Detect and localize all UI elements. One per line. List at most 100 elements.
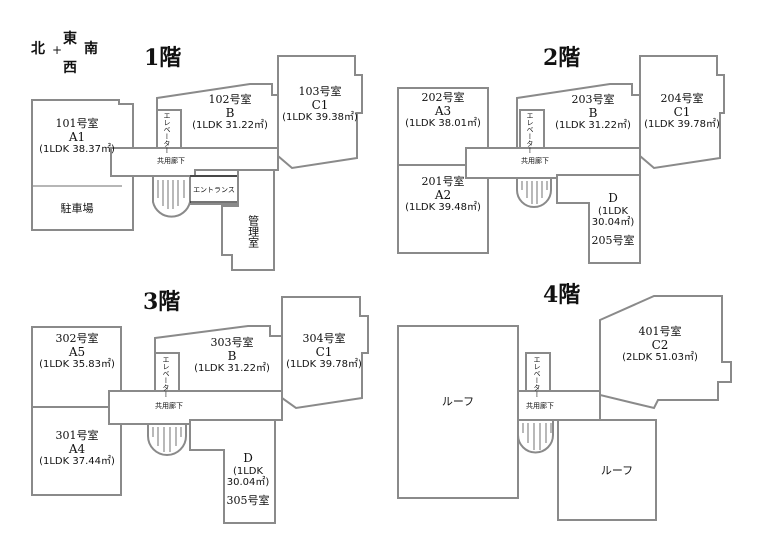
room-305-plan-line2: 30.04㎡) [226,477,270,489]
room-204-name: 204号室 [660,92,704,105]
room-304-outline [281,296,369,410]
stairs-3f [147,423,187,456]
elevator-4f-label: エレベーター [533,356,542,398]
room-203-name: 203号室 [571,93,615,106]
room-101-plan: (1LDK 38.37㎡) [39,144,115,156]
room-401-plan: (2LDK 51.03㎡) [622,352,698,364]
room-204-plan: (1LDK 39.78㎡) [644,119,720,131]
elevator-2f-label: エレベーター [526,112,535,154]
room-103-label: 103号室 C1 (1LDK 39.38㎡) [278,85,362,124]
corridor-4f [517,390,601,421]
room-205-plan-line1: (1LDK [597,205,629,217]
room-203-type: B [588,105,598,120]
room-202-type: A3 [434,103,452,118]
floor4-plan [397,295,732,521]
room-305-name: 305号室 [226,493,270,507]
room-305-plan-line1: (1LDK [232,465,264,477]
roof-right-label: ルーフ [600,464,634,477]
room-205-name: 205号室 [591,233,635,247]
compass-east: 東 [63,31,77,47]
room-302-plan: (1LDK 35.83㎡) [39,359,115,371]
room-102-type: B [225,105,235,120]
room-201-label: 201号室 A2 (1LDK 39.48㎡) [398,175,488,214]
compass-plus: + [52,43,63,57]
corridor-4f-label: 共用廊下 [526,402,554,410]
room-303-type: B [227,348,237,363]
roof-right [557,419,657,521]
roof-left-label: ルーフ [441,395,475,408]
room-202-name: 202号室 [421,91,465,104]
room-201-name: 201号室 [421,175,465,188]
parking-label: 駐車場 [60,202,94,215]
room-304-name: 304号室 [302,332,346,345]
room-301-plan: (1LDK 37.44㎡) [39,456,115,468]
room-304-type: C1 [315,344,333,359]
room-205-plan-line2: 30.04㎡) [591,217,635,229]
corridor-1f [110,147,279,177]
room-103-name: 103号室 [298,85,342,98]
room-303-label: 303号室 B (1LDK 31.22㎡) [184,336,280,375]
room-204-label: 204号室 C1 (1LDK 39.78㎡) [640,92,724,131]
room-401-name: 401号室 [638,325,682,338]
room-202-label: 202号室 A3 (1LDK 38.01㎡) [398,91,488,130]
room-401-type: C2 [651,337,669,352]
room-204-outline [639,55,725,170]
corridor-2f-label: 共用廊下 [521,157,549,165]
room-102-label: 102号室 B (1LDK 31.22㎡) [182,93,278,132]
room-202-plan: (1LDK 38.01㎡) [405,118,481,130]
elevator-1f-label: エレベーター [163,112,172,154]
room-201-outline [397,164,489,254]
floor2-title: 2階 [543,45,581,71]
room-205-type: D [608,191,618,205]
corridor-3f-label: 共用廊下 [155,402,183,410]
room-302-type: A5 [68,344,86,359]
room-401-label: 401号室 C2 (2LDK 51.03㎡) [600,325,720,364]
entrance-label: エントランス [193,186,235,194]
office-label: 管理室 [246,215,260,248]
floor3-title: 3階 [143,289,181,315]
room-103-type: C1 [311,97,329,112]
elevator-1f [156,109,182,149]
room-101-label: 101号室 A1 (1LDK 38.37㎡) [32,117,122,156]
room-305-label: D (1LDK 30.04㎡) 305号室 [220,451,276,507]
room-304-plan: (1LDK 39.78㎡) [286,359,362,371]
room-303-plan: (1LDK 31.22㎡) [194,363,270,375]
room-301-type: A4 [68,441,86,456]
room-301-label: 301号室 A4 (1LDK 37.44㎡) [32,429,122,468]
room-302-label: 302号室 A5 (1LDK 35.83㎡) [32,332,122,371]
roof-left [397,325,519,499]
room-305-type: D [243,451,253,465]
room-205-outline [556,174,641,264]
room-103-plan: (1LDK 39.38㎡) [282,112,358,124]
floor1-plan [31,55,363,271]
room-103-outline [277,55,363,170]
room-304-label: 304号室 C1 (1LDK 39.78㎡) [282,332,366,371]
room-201-type: A2 [434,187,452,202]
stairs-4f [517,419,554,454]
room-102-name: 102号室 [208,93,252,106]
compass-south: 南 [84,41,98,57]
room-205-label: D (1LDK 30.04㎡) 205号室 [585,191,641,247]
room-203-plan: (1LDK 31.22㎡) [555,120,631,132]
elevator-3f [154,352,180,392]
elevator-3f-label: エレベーター [162,356,171,398]
room-101-outline [31,99,134,231]
elevator-2f [519,109,545,149]
floor1-title: 1階 [144,45,182,71]
room-101-name: 101号室 [55,117,99,130]
room-302-name: 302号室 [55,332,99,345]
room-204-type: C1 [673,104,691,119]
floor4-title: 4階 [543,282,581,308]
room-102-plan: (1LDK 31.22㎡) [192,120,268,132]
room-401-outline [599,295,732,410]
floor3-plan [31,296,369,524]
room-301-name: 301号室 [55,429,99,442]
room-305-outline [189,419,276,524]
room-203-label: 203号室 B (1LDK 31.22㎡) [546,93,640,132]
floor2-plan [397,55,725,264]
compass-west: 西 [63,60,77,76]
corridor-1f-label: 共用廊下 [157,157,185,165]
room-101-type: A1 [68,129,86,144]
room-201-plan: (1LDK 39.48㎡) [405,202,481,214]
